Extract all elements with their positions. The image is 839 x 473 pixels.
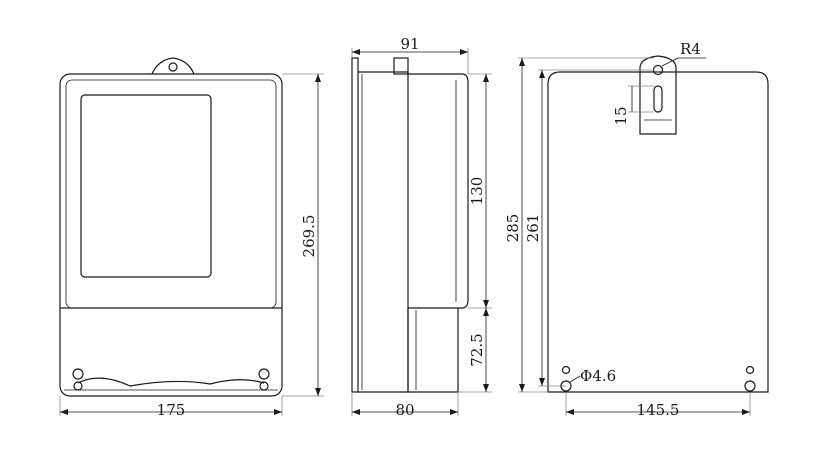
- side-terminal-block: [407, 308, 459, 393]
- mounting-hole-right-icon: [744, 380, 756, 392]
- back-hole-upper-right-icon: [745, 365, 755, 375]
- display-window: [80, 94, 212, 278]
- hanging-hole: [168, 62, 178, 72]
- hanging-tab: [151, 57, 195, 75]
- dim-label-lower: 72.5: [468, 333, 486, 366]
- hanging-bracket: [639, 55, 677, 120]
- cover-inner-outline: [65, 79, 277, 309]
- dim-label-slot: 15: [612, 106, 630, 125]
- back-panel: [547, 71, 769, 393]
- back-hole-upper-left-icon: [561, 365, 571, 375]
- bracket-slot: [653, 85, 663, 113]
- dim-label-hole-spacing: 145.5: [637, 401, 680, 419]
- meter-body: [59, 73, 283, 397]
- dim-label-height: 269.5: [300, 215, 318, 258]
- dim-label-hole-radius: R4: [680, 40, 701, 58]
- screw-right-icon: [259, 381, 269, 391]
- mounting-hole-left-icon: [560, 380, 572, 392]
- screw-left-icon: [73, 381, 83, 391]
- back-view: R4 15 285 261 Φ4.6 145.5: [504, 40, 769, 419]
- dim-label-hole-diameter: Φ4.6: [580, 367, 616, 385]
- dim-label-inner-height: 261: [524, 214, 542, 243]
- side-view: 91 80 130 72.5: [351, 35, 492, 419]
- top-knob: [393, 57, 409, 75]
- side-body-rear: [358, 71, 409, 393]
- side-cover-front: [408, 73, 469, 309]
- dim-label-width: 175: [157, 401, 186, 419]
- seal-screw-left-icon: [72, 368, 84, 380]
- terminal-cover-curve: [77, 377, 265, 387]
- dim-label-outer-height: 285: [504, 214, 522, 243]
- dim-label-cover-height: 130: [468, 177, 486, 206]
- dim-label-bottom: 80: [395, 401, 414, 419]
- bracket-hole: [652, 64, 664, 76]
- seal-screw-right-icon: [258, 368, 270, 380]
- mounting-flange: [351, 57, 359, 393]
- dim-label-top: 91: [400, 35, 419, 53]
- front-view: 175 269.5: [59, 57, 324, 419]
